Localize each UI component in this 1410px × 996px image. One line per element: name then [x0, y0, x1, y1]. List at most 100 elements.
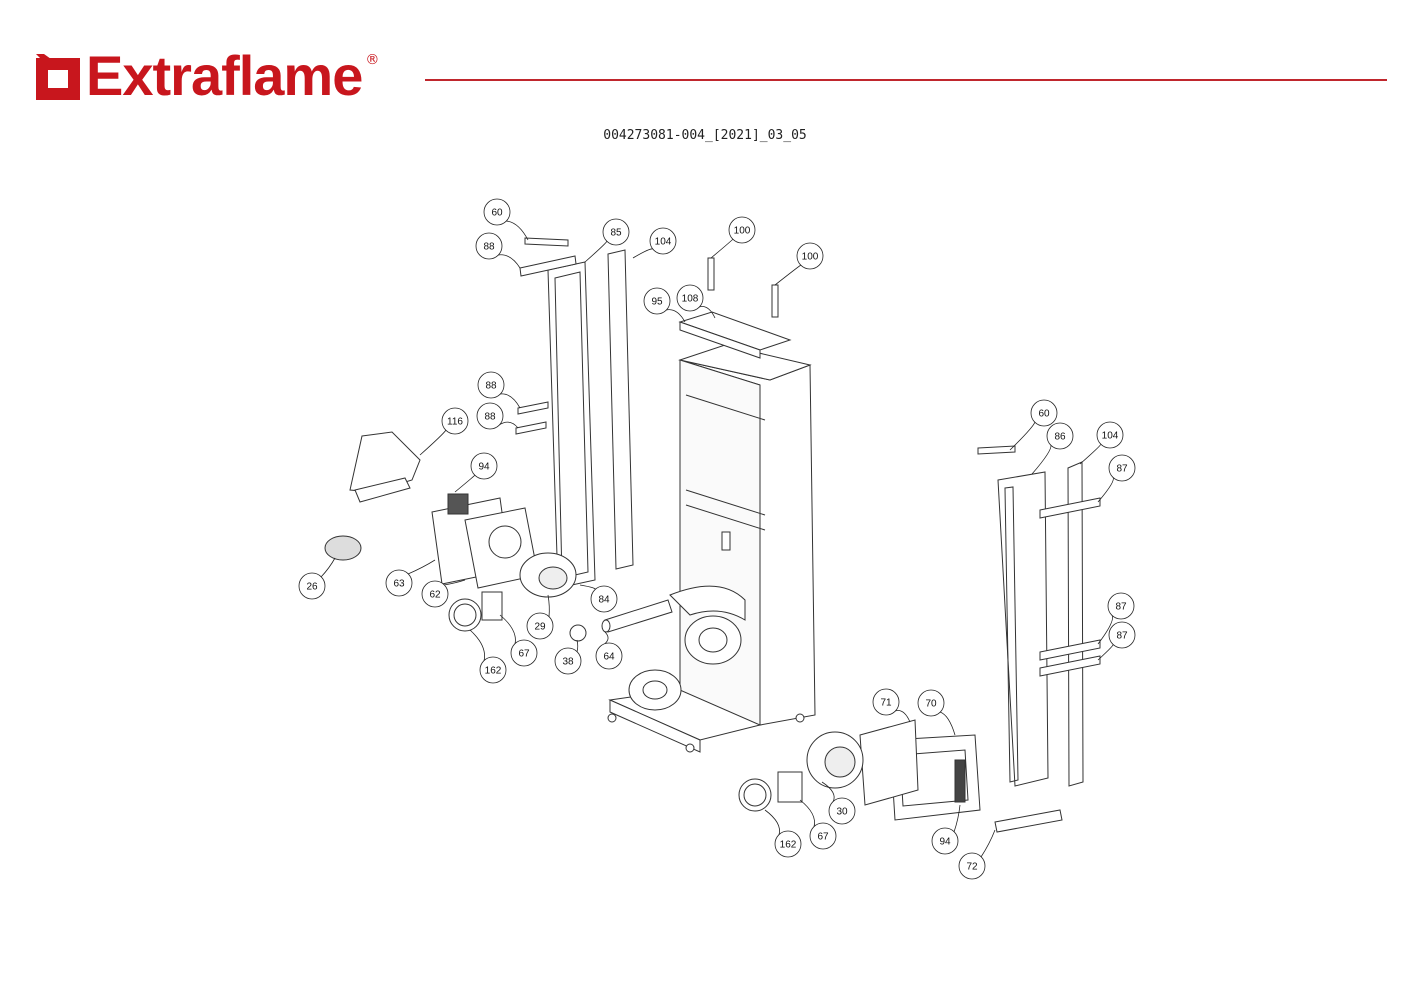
callout-label: 60 [1038, 409, 1050, 420]
callout-30: 30 [821, 781, 856, 825]
callout-circle [475, 232, 503, 260]
callout-label: 87 [1116, 464, 1128, 475]
callout-circle [676, 284, 704, 312]
leader-line [469, 629, 485, 662]
leader-line [454, 474, 476, 493]
callout-88: 88 [476, 402, 519, 430]
callout-label: 64 [603, 652, 615, 663]
callout-circle [828, 797, 856, 825]
callout-circle [872, 688, 900, 716]
leader-line [821, 781, 835, 803]
brand-logo: Extraflame ® [34, 48, 379, 108]
callout-38: 38 [554, 639, 582, 675]
side-rail-104 [607, 249, 634, 570]
callout-60: 60 [483, 198, 529, 241]
callout-circle [643, 287, 671, 315]
callout-circle [479, 656, 507, 684]
leader-line [547, 594, 550, 618]
callout-87: 87 [1097, 454, 1136, 503]
leader-line [980, 829, 996, 858]
callout-circle [649, 227, 677, 255]
leader-line [499, 393, 521, 409]
leader-line [939, 711, 956, 736]
leader-line [407, 559, 436, 575]
callout-label: 162 [485, 666, 502, 677]
callout-label: 87 [1116, 631, 1128, 642]
callout-label: 95 [651, 297, 663, 308]
callout-circle [958, 852, 986, 880]
callout-71: 71 [872, 688, 911, 723]
callout-label: 85 [610, 228, 622, 239]
leader-line [764, 809, 780, 836]
leader-line [505, 220, 529, 241]
callout-label: 26 [306, 582, 318, 593]
callout-label: 87 [1115, 602, 1127, 613]
callout-circle [917, 689, 945, 717]
callout-label: 62 [429, 590, 441, 601]
leader-line [497, 254, 521, 269]
callout-label: 86 [1054, 432, 1066, 443]
side-panel-86 [997, 471, 1049, 787]
callout-label: 84 [598, 595, 610, 606]
callout-95: 95 [643, 287, 686, 323]
leader-line [579, 584, 596, 591]
leader-line [443, 579, 466, 586]
callout-circle [590, 585, 618, 613]
callout-62: 62 [421, 579, 466, 608]
callout-label: 100 [802, 252, 819, 263]
callout-label: 116 [447, 417, 463, 428]
callout-circle [441, 407, 469, 435]
callout-circle [385, 569, 413, 597]
callout-circle [1030, 399, 1058, 427]
leader-line [698, 306, 716, 319]
leader-line [710, 238, 734, 259]
callout-circle [1046, 422, 1074, 450]
document-id: 004273081-004_[2021]_03_05 [603, 128, 807, 143]
callout-100: 100 [710, 216, 756, 259]
callout-72: 72 [958, 829, 996, 880]
callout-100: 100 [774, 242, 824, 286]
leader-line [498, 421, 519, 429]
callout-circle [1108, 621, 1136, 649]
callout-86: 86 [1031, 422, 1074, 475]
callout-label: 88 [483, 242, 495, 253]
callout-label: 67 [817, 832, 829, 843]
callout-circle [510, 639, 538, 667]
leader-line [799, 799, 815, 828]
callout-circle [602, 218, 630, 246]
callout-104: 104 [1079, 421, 1124, 465]
callout-circle [476, 402, 504, 430]
leader-line [1031, 444, 1052, 475]
callout-label: 67 [518, 649, 530, 660]
callout-84: 84 [579, 584, 618, 613]
callout-60: 60 [1009, 399, 1058, 451]
callout-label: 60 [491, 208, 503, 219]
leader-line [499, 614, 516, 645]
callout-63: 63 [385, 559, 436, 597]
callout-circle [1107, 592, 1135, 620]
callout-108: 108 [676, 284, 716, 319]
leader-line [774, 264, 802, 286]
callout-circle [483, 198, 511, 226]
callout-circle [796, 242, 824, 270]
callout-circle [470, 452, 498, 480]
registered-mark: ® [365, 52, 380, 68]
callout-circle [809, 822, 837, 850]
callout-label: 30 [836, 807, 848, 818]
side-panel-85 [547, 261, 596, 589]
callout-circle [1096, 421, 1124, 449]
callout-64: 64 [595, 631, 623, 670]
callout-104: 104 [632, 227, 677, 259]
side-rail-104-right [1067, 461, 1084, 787]
callout-label: 88 [485, 381, 497, 392]
callout-circle [421, 580, 449, 608]
callout-label: 71 [880, 698, 892, 709]
callout-label: 88 [484, 412, 496, 423]
callout-67: 67 [799, 799, 837, 850]
leader-line [576, 639, 579, 653]
brand-name: Extraflame [86, 44, 363, 107]
leader-line [1079, 443, 1102, 465]
callout-label: 100 [734, 226, 751, 237]
callout-circle [526, 612, 554, 640]
